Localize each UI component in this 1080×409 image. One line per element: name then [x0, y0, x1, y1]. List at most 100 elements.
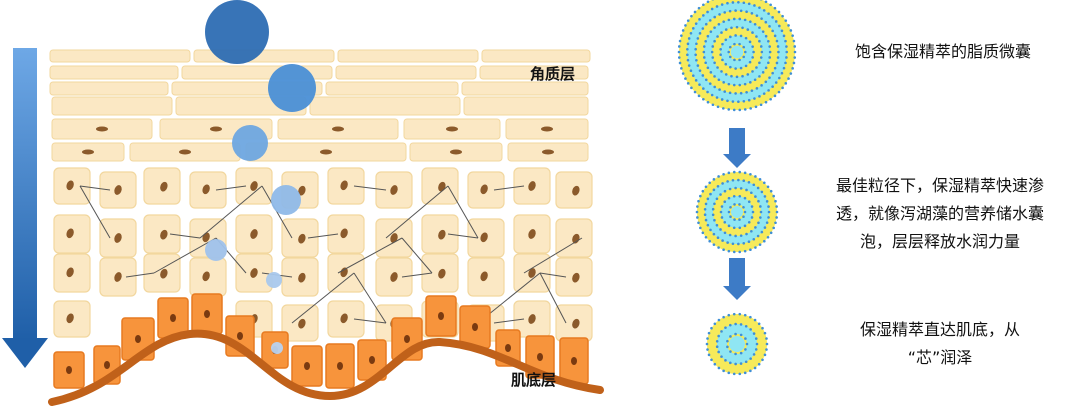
- large-capsule-dot: [730, 26, 733, 30]
- corneum-cell: [309, 96, 461, 116]
- step-3-text: 保湿精萃直达肌底，从 “芯”润泽: [820, 316, 1060, 372]
- large-capsule-dot: [734, 34, 737, 37]
- large-capsule-dot: [706, 90, 709, 94]
- medium-capsule-dot: [719, 193, 722, 196]
- large-capsule-dot: [713, 39, 716, 43]
- large-capsule-dot: [777, 50, 780, 54]
- small-capsule-dot: [739, 333, 743, 337]
- corneum-cell: [49, 65, 179, 80]
- basal-nucleus: [204, 310, 210, 318]
- basal-layer: [53, 293, 589, 389]
- large-capsule-dot: [738, 17, 742, 21]
- large-capsule-dot: [792, 39, 796, 43]
- medium-capsule-dot: [728, 187, 732, 191]
- medium-capsule-dot: [750, 229, 753, 233]
- large-capsule-dot: [713, 75, 716, 78]
- basal-nucleus: [66, 366, 72, 374]
- small-capsule-dot: [753, 318, 757, 322]
- small-capsule-dot: [749, 315, 752, 319]
- large-capsule-dot: [742, 45, 746, 49]
- small-capsule-dot: [722, 315, 725, 319]
- cell-connector: [125, 272, 155, 278]
- corneum-nucleus: [96, 126, 108, 132]
- spinous-nucleus: [438, 268, 446, 279]
- medium-capsule-dot: [774, 199, 777, 203]
- large-capsule-dot: [774, 20, 778, 23]
- spinous-nucleus: [340, 267, 348, 278]
- spinous-nucleus: [572, 185, 580, 196]
- large-capsule-dot: [769, 97, 772, 101]
- large-capsule-dot: [762, 9, 766, 12]
- medium-capsule-dot: [775, 210, 779, 214]
- large-capsule-dot: [716, 35, 719, 38]
- spinous-nucleus: [390, 185, 398, 195]
- medium-capsule-dot: [716, 236, 720, 240]
- large-capsule-dot: [793, 50, 797, 54]
- cell-connector: [199, 185, 263, 239]
- medium-capsule-dot: [734, 234, 737, 238]
- large-capsule-dot: [720, 3, 724, 6]
- large-capsule-dot: [746, 28, 750, 31]
- medium-capsule-dot: [742, 179, 746, 183]
- large-capsule-dot: [782, 66, 786, 70]
- spinous-nucleus: [298, 318, 306, 329]
- medium-capsule-dot: [774, 221, 777, 225]
- medium-capsule-dot: [743, 210, 747, 214]
- spinous-nucleus: [160, 229, 168, 240]
- large-capsule-dot: [716, 105, 720, 109]
- small-capsule-dot: [722, 369, 725, 373]
- large-capsule-dot: [724, 73, 728, 76]
- cell-connector: [353, 272, 387, 324]
- medium-capsule-dot: [723, 220, 727, 224]
- corneum-nucleus: [450, 149, 462, 155]
- large-capsule-dot: [723, 90, 727, 93]
- large-capsule-dot: [691, 74, 695, 77]
- medium-capsule-dot: [759, 205, 762, 208]
- large-capsule-dot: [686, 58, 690, 62]
- large-capsule-dot: [738, 108, 742, 112]
- large-capsule-dot: [721, 58, 724, 62]
- large-capsule-dot: [708, 82, 712, 85]
- large-capsule-dot: [749, 81, 752, 84]
- medium-capsule-dot: [756, 234, 760, 238]
- medium-capsule-dot: [737, 242, 740, 246]
- spinous-nucleus: [390, 272, 398, 282]
- large-capsule-dot: [694, 47, 697, 51]
- small-capsule-dot: [729, 350, 732, 353]
- large-capsule-dot: [773, 6, 777, 10]
- medium-capsule-dot: [712, 243, 716, 246]
- large-capsule-dot: [753, 97, 756, 100]
- large-capsule-dot: [760, 84, 763, 87]
- medium-capsule-dot: [772, 194, 775, 198]
- large-capsule-dot: [732, 17, 736, 21]
- large-capsule-dot: [751, 45, 754, 48]
- large-capsule-dot: [695, 42, 698, 46]
- large-capsule-dot: [732, 83, 736, 87]
- medium-capsule-dot: [701, 189, 705, 193]
- small-capsule-dot: [744, 324, 748, 328]
- large-capsule-dot: [704, 61, 707, 65]
- basal-nucleus: [537, 353, 543, 361]
- large-capsule-dot: [789, 29, 793, 32]
- stratum-corneum-label: 角质层: [530, 65, 576, 83]
- medium-capsule-dot: [745, 188, 748, 192]
- large-capsule-dot: [791, 67, 794, 70]
- small-capsule-dot: [734, 362, 737, 366]
- medium-capsule-dot: [763, 239, 766, 243]
- medium-capsule-dot: [750, 191, 753, 195]
- large-capsule-dot: [777, 90, 781, 94]
- cell-connector: [291, 272, 355, 324]
- large-capsule-dot: [771, 71, 774, 75]
- large-capsule-dot: [704, 39, 707, 43]
- corneum-cell: [337, 49, 479, 63]
- medium-capsule-dot: [709, 192, 712, 196]
- large-capsule-dot: [753, 22, 757, 26]
- large-capsule-dot: [737, 100, 740, 103]
- medium-capsule-dot: [703, 213, 707, 217]
- medium-capsule-dot: [732, 170, 736, 174]
- medium-capsule-dot: [708, 181, 711, 185]
- basal-nucleus: [304, 362, 310, 370]
- medium-capsule-dot: [706, 223, 710, 227]
- large-capsule-dot: [726, 99, 729, 103]
- small-capsule-dot: [734, 352, 737, 356]
